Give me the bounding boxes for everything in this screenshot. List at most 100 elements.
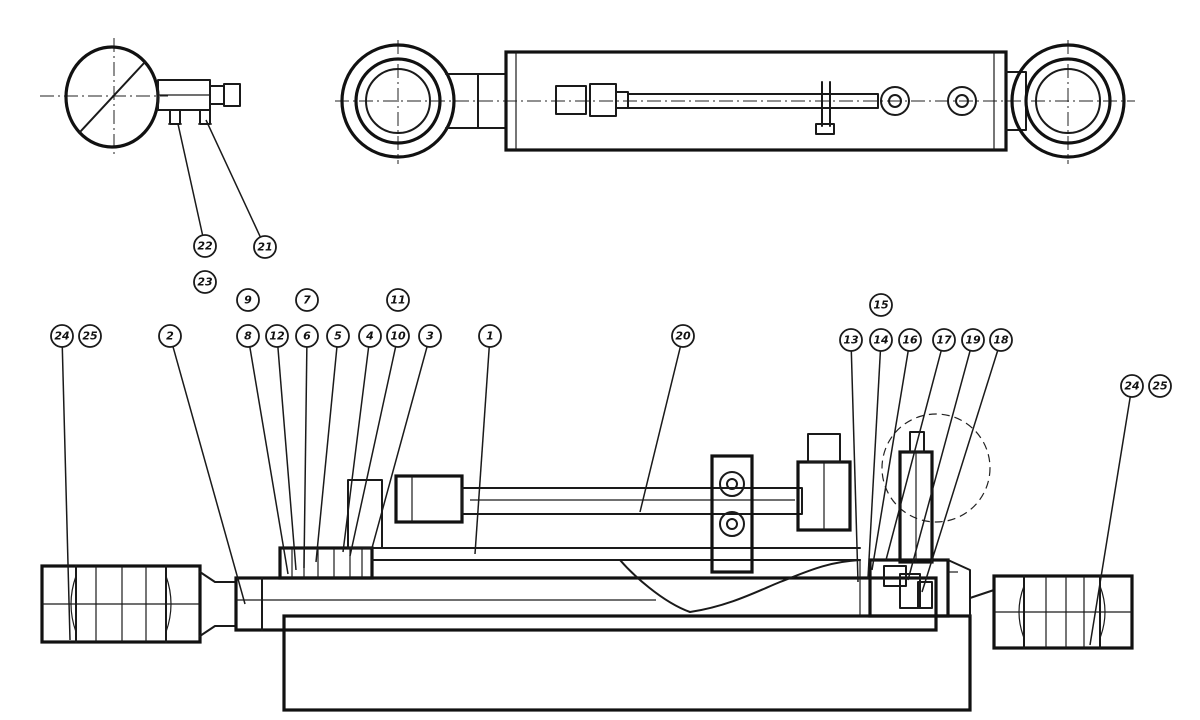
callout-circle-c13 xyxy=(839,328,863,352)
callout-c16: 16 xyxy=(898,328,922,352)
callout-circle-c6 xyxy=(295,324,319,348)
callout-circle-c11 xyxy=(386,288,410,312)
main-piston-head xyxy=(868,558,950,618)
leader-line-c24L xyxy=(61,346,71,641)
callout-label-c16: 16 xyxy=(902,334,918,347)
callout-label-c10: 10 xyxy=(390,330,406,343)
leader-line-c18 xyxy=(921,350,999,593)
main-detail-circle xyxy=(881,413,991,523)
callout-circle-c12 xyxy=(265,324,289,348)
callout-circle-c21 xyxy=(253,235,277,259)
leader-line-c22 xyxy=(177,123,204,236)
callout-label-c9: 9 xyxy=(244,294,252,307)
callout-label-c24R: 24 xyxy=(1124,380,1139,393)
callout-circle-c3 xyxy=(418,324,442,348)
end-view-fitting-b xyxy=(199,109,211,125)
callout-c11: 11 xyxy=(386,288,410,312)
callout-label-c25R: 25 xyxy=(1152,380,1168,393)
top-control-rod xyxy=(627,93,879,109)
callout-label-c19: 19 xyxy=(965,334,981,347)
callout-c20: 20 xyxy=(671,324,695,348)
callout-label-c24L: 24 xyxy=(54,330,69,343)
callout-circle-c17 xyxy=(932,328,956,352)
callout-c15: 15 xyxy=(869,293,893,317)
callout-label-c22: 22 xyxy=(197,240,213,253)
callout-c21: 21 xyxy=(253,235,277,259)
callout-circle-c20 xyxy=(671,324,695,348)
leader-line-c17 xyxy=(885,350,942,561)
callout-c7: 7 xyxy=(295,288,319,312)
end-view-bolt-head xyxy=(223,83,241,107)
callout-label-c2: 2 xyxy=(166,330,174,343)
callout-circle-c10 xyxy=(386,324,410,348)
callout-label-c13: 13 xyxy=(843,334,859,347)
leader-line-c20 xyxy=(639,346,682,513)
callout-circle-c16 xyxy=(898,328,922,352)
callout-c23: 23 xyxy=(193,270,217,294)
callout-c5: 5 xyxy=(326,324,350,348)
callout-c24L: 24 xyxy=(50,324,74,348)
callout-circle-c8 xyxy=(236,324,260,348)
callout-c9: 9 xyxy=(236,288,260,312)
callout-c24R: 24 xyxy=(1120,374,1144,398)
leader-line-c10 xyxy=(349,346,397,557)
callout-label-c17: 17 xyxy=(936,334,952,347)
callout-circle-c2 xyxy=(158,324,182,348)
callout-c17: 17 xyxy=(932,328,956,352)
main-gland xyxy=(278,546,374,580)
callout-c3: 3 xyxy=(418,324,442,348)
end-view-fitting-a xyxy=(169,109,181,125)
leader-line-c14 xyxy=(867,350,882,579)
callout-c2: 2 xyxy=(158,324,182,348)
leader-line-c8 xyxy=(249,346,289,575)
callout-c1: 1 xyxy=(478,324,502,348)
top-left-eye xyxy=(340,43,456,159)
callout-label-c18: 18 xyxy=(993,334,1009,347)
leader-line-c3 xyxy=(371,346,428,549)
callout-c25L: 25 xyxy=(78,324,102,348)
leader-line-c4 xyxy=(342,346,370,553)
leader-line-c5 xyxy=(315,346,338,563)
callout-c14: 14 xyxy=(869,328,893,352)
callout-label-c14: 14 xyxy=(873,334,888,347)
leader-line-c16 xyxy=(871,350,909,571)
callout-circle-c14 xyxy=(869,328,893,352)
callout-label-c11: 11 xyxy=(390,294,405,307)
main-piston-rod xyxy=(234,576,938,632)
callout-label-c23: 23 xyxy=(197,276,213,289)
end-view xyxy=(40,38,241,156)
callout-label-c20: 20 xyxy=(675,330,691,343)
leader-line-c13 xyxy=(850,350,859,583)
callout-circle-c22 xyxy=(193,234,217,258)
callout-circle-c25L xyxy=(78,324,102,348)
callout-label-c5: 5 xyxy=(334,330,342,343)
callout-label-c25L: 25 xyxy=(82,330,98,343)
callout-circle-c9 xyxy=(236,288,260,312)
callout-label-c7: 7 xyxy=(303,294,311,307)
callout-label-c4: 4 xyxy=(365,330,374,343)
callout-c4: 4 xyxy=(358,324,382,348)
main-clamp-block xyxy=(710,454,754,574)
main-rod-end-left xyxy=(394,474,464,524)
callout-circle-c19 xyxy=(961,328,985,352)
callout-label-c8: 8 xyxy=(244,330,252,343)
main-clamp-bolt-1 xyxy=(719,471,745,497)
leader-line-c24R xyxy=(1089,396,1131,646)
callout-label-c15: 15 xyxy=(873,299,889,312)
callout-c25R: 25 xyxy=(1148,374,1172,398)
callout-circle-c15 xyxy=(869,293,893,317)
top-port-2 xyxy=(947,86,977,116)
callout-circle-c24L xyxy=(50,324,74,348)
callout-circle-c18 xyxy=(989,328,1013,352)
callout-c6: 6 xyxy=(295,324,319,348)
callout-label-c3: 3 xyxy=(426,330,434,343)
top-port-1 xyxy=(880,86,910,116)
callout-circle-c7 xyxy=(295,288,319,312)
main-cutaway-break xyxy=(619,559,861,613)
main-cylinder-tube xyxy=(282,614,972,712)
main-control-rod xyxy=(461,487,803,515)
callout-circle-c23 xyxy=(193,270,217,294)
